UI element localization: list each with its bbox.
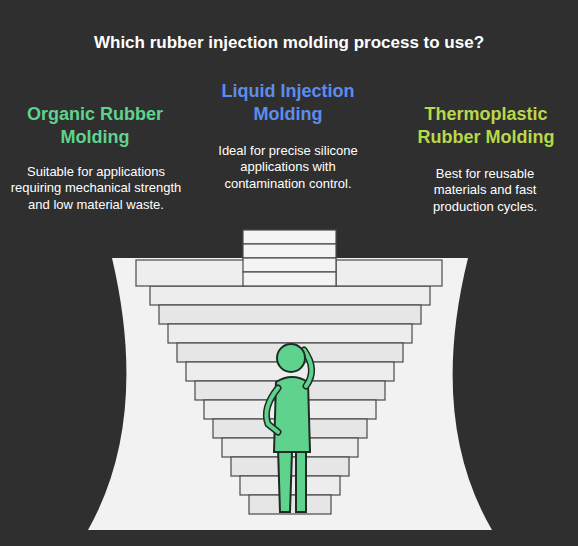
center-column bbox=[243, 230, 336, 244]
diagram-title: Which rubber injection molding process t… bbox=[20, 32, 558, 53]
funnel-walls bbox=[88, 258, 492, 530]
left-step bbox=[136, 260, 244, 286]
option-description: Best for reusable materials and fast pro… bbox=[410, 166, 560, 215]
option-description: Suitable for applications requiring mech… bbox=[8, 164, 184, 213]
option-heading: Liquid Injection Molding bbox=[205, 80, 371, 125]
staircase bbox=[136, 230, 442, 514]
stair-step bbox=[150, 286, 430, 305]
stair-step bbox=[159, 305, 421, 324]
right-step bbox=[336, 260, 442, 286]
center-column bbox=[243, 272, 336, 286]
center-column bbox=[243, 244, 336, 258]
center-column bbox=[243, 258, 336, 272]
option-heading: Organic Rubber Molding bbox=[10, 103, 180, 148]
option-heading: Thermoplastic Rubber Molding bbox=[400, 103, 572, 148]
option-description: Ideal for precise silicone applications … bbox=[202, 143, 374, 192]
person-figure bbox=[266, 344, 311, 512]
stair-step bbox=[168, 324, 412, 343]
